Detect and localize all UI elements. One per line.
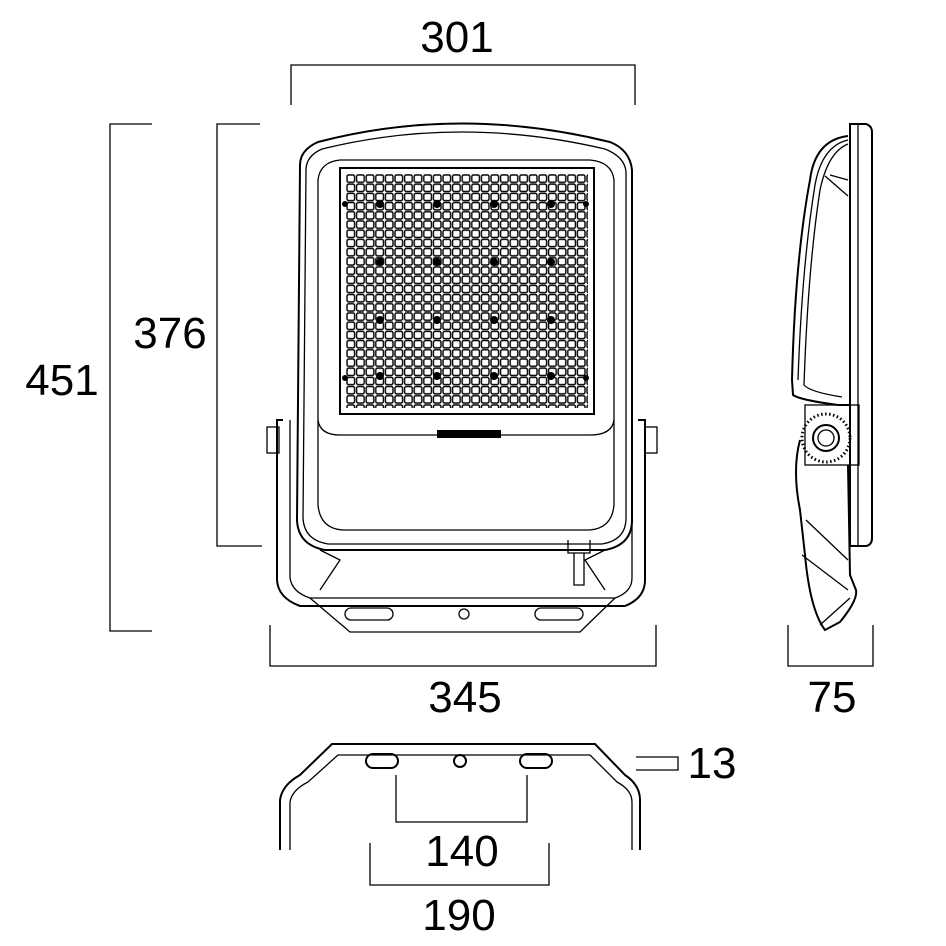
screws — [342, 200, 589, 381]
bracket-detail — [279, 743, 641, 850]
svg-text:301: 301 — [420, 13, 493, 62]
bracket-slot-left — [365, 753, 399, 769]
left-knob — [266, 426, 280, 454]
led-panel — [339, 167, 595, 415]
dim-301: 301 — [290, 13, 636, 105]
dim-75: 75 — [787, 625, 874, 722]
pivot-knob — [812, 424, 840, 452]
bracket-center-hole — [453, 754, 467, 768]
svg-text:140: 140 — [425, 827, 498, 876]
svg-text:13: 13 — [688, 739, 737, 788]
dim-345: 345 — [269, 625, 657, 722]
svg-text:451: 451 — [25, 356, 98, 405]
side-view — [790, 123, 873, 632]
front-view — [266, 122, 658, 633]
dim-140: 140 — [395, 775, 528, 876]
svg-text:376: 376 — [133, 309, 206, 358]
dim-376: 376 — [133, 123, 262, 547]
dim-190: 190 — [369, 843, 550, 940]
svg-text:75: 75 — [808, 673, 857, 722]
dim-451: 451 — [25, 123, 152, 632]
right-knob — [644, 426, 658, 454]
bracket-slot-right — [519, 753, 553, 769]
brand-logo — [437, 430, 501, 438]
led-array — [346, 174, 588, 408]
svg-text:345: 345 — [428, 673, 501, 722]
svg-text:190: 190 — [422, 891, 495, 940]
dim-13: 13 — [636, 739, 736, 788]
